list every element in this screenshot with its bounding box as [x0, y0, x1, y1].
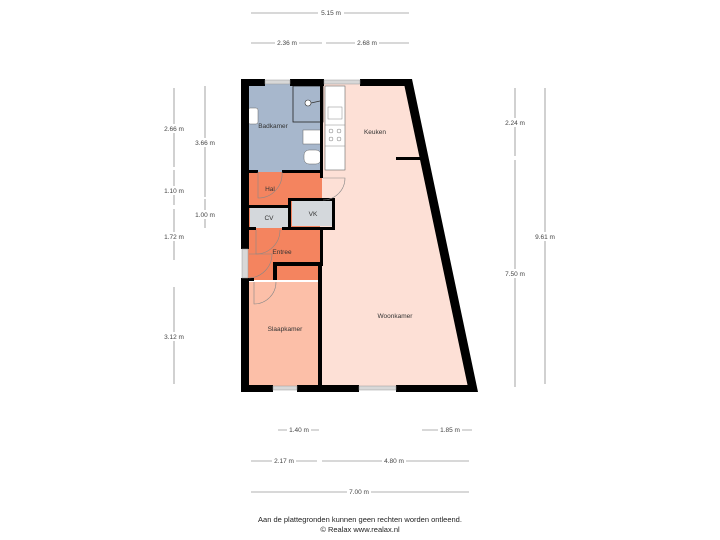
stove-burner-icon [328, 136, 334, 142]
svg-text:1.85 m: 1.85 m [440, 427, 460, 434]
room-label-woonkamer: Woonkamer [378, 313, 414, 320]
stove-burner-icon [328, 128, 334, 134]
bath-sink [302, 129, 322, 145]
svg-text:4.80 m: 4.80 m [384, 458, 404, 465]
vk-area [292, 200, 332, 226]
copyright-text: © Realax www.realax.nl [320, 525, 400, 534]
svg-text:1.40 m: 1.40 m [289, 427, 309, 434]
svg-text:1.10 m: 1.10 m [164, 188, 184, 195]
slanted-wall [403, 79, 478, 392]
svg-text:2.17 m: 2.17 m [274, 458, 294, 465]
kitchen-counter [324, 85, 346, 171]
svg-text:2.24 m: 2.24 m [505, 120, 525, 127]
room-label-slaapkamer: Slaapkamer [268, 326, 304, 333]
windows [241, 79, 397, 391]
svg-text:1.00 m: 1.00 m [195, 212, 215, 219]
room-label-cv: CV [264, 215, 274, 222]
svg-text:7.50 m: 7.50 m [505, 271, 525, 278]
walls [241, 79, 476, 392]
kitchen-sink [327, 106, 343, 120]
svg-text:2.66 m: 2.66 m [164, 126, 184, 133]
woonkamer-area [320, 84, 470, 388]
stove-burner-icon [336, 128, 342, 134]
stove-burner-icon [336, 136, 342, 142]
svg-text:7.00 m: 7.00 m [349, 489, 369, 496]
dimension-labels: 5.15 m 2.36 m 2.68 m 2.66 m 1.10 m 1.72 … [162, 8, 557, 496]
svg-text:2.68 m: 2.68 m [357, 40, 377, 47]
svg-text:9.61 m: 9.61 m [535, 234, 555, 241]
room-label-vk: VK [309, 211, 318, 218]
svg-text:2.36 m: 2.36 m [277, 40, 297, 47]
room-label-badkamer: Badkamer [258, 123, 288, 130]
room-label-hal: Hal [265, 186, 275, 193]
room-label-keuken: Keuken [364, 129, 386, 136]
toilet [303, 149, 322, 165]
slaapkamer-area [248, 282, 320, 388]
shower-drain-icon [304, 99, 312, 107]
door-swings [248, 171, 346, 305]
svg-text:5.15 m: 5.15 m [321, 10, 341, 17]
washbasin [247, 107, 259, 125]
room-label-entree: Entree [272, 249, 292, 256]
svg-text:1.72 m: 1.72 m [164, 234, 184, 241]
cv-area [250, 208, 288, 228]
disclaimer-text: Aan de plattegronden kunnen geen rechten… [258, 515, 462, 524]
svg-text:3.66 m: 3.66 m [195, 140, 215, 147]
svg-text:3.12 m: 3.12 m [164, 334, 184, 341]
